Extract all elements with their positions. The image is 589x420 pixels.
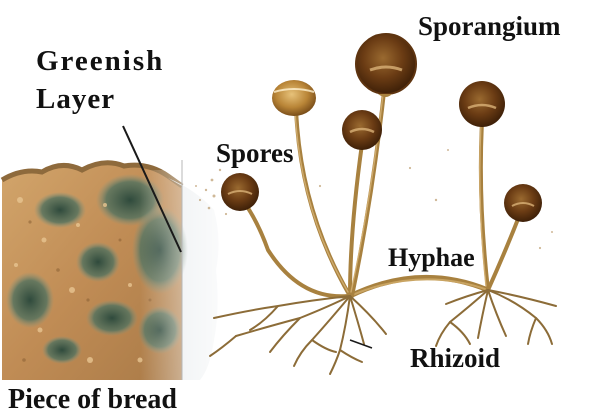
greenish-layer-label-line1: Greenish	[36, 47, 164, 76]
sporangium-far-right	[504, 184, 542, 222]
rhizoids	[210, 290, 556, 374]
rhizoid-label: Rhizoid	[410, 345, 500, 372]
bread-slice	[2, 160, 230, 385]
sporangium-bursting	[221, 173, 259, 211]
sporangium-middle	[342, 110, 382, 150]
piece-of-bread-label: Piece of bread	[8, 386, 177, 414]
sporangium-top	[356, 34, 416, 97]
hyphae	[350, 277, 488, 296]
spores-label: Spores	[216, 140, 294, 167]
sporangium-label: Sporangium	[418, 13, 561, 40]
greenish-layer-label-line2: Layer	[36, 85, 115, 114]
sporangia	[221, 34, 542, 222]
hyphae-label: Hyphae	[388, 245, 475, 271]
sporangium-right	[459, 81, 505, 127]
rhizoid-pointer	[350, 340, 372, 348]
sporangium-light	[272, 80, 316, 116]
